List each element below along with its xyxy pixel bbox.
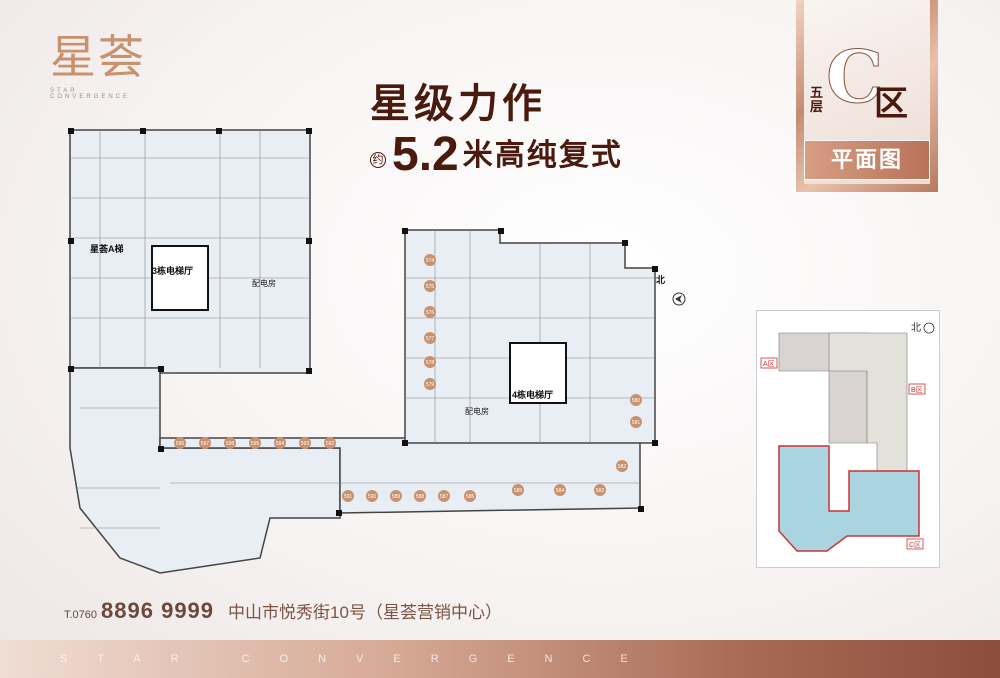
phone-number[interactable]: 8896 9999 — [101, 598, 215, 623]
headline: 星级力作 约 5.2 米高纯复式 — [370, 82, 690, 180]
minimap-north-label: 北 — [911, 322, 921, 334]
unit-label: 590 — [368, 494, 377, 500]
zone-minimap: 北 A区 B区 C区 — [756, 310, 940, 568]
zone-a-tag — [760, 357, 778, 369]
power-room-1: 配电房 — [252, 278, 276, 288]
logo-mark: 星荟 — [50, 30, 146, 84]
headline-line2: 约 5.2 米高纯复式 — [370, 130, 690, 180]
badge-zone-char: 区 — [874, 85, 908, 123]
unit-label: 588 — [416, 494, 425, 500]
zone-c-shape — [778, 445, 920, 552]
unit-label: 593 — [301, 441, 310, 447]
unit-label: 592 — [326, 441, 335, 447]
footer-band: STAR CONVERGENCE — [0, 640, 1000, 678]
contact-line: T.0760 8896 9999 中山市悦秀街10号（星荟营销中心） — [64, 598, 502, 624]
unit-label: 582 — [618, 464, 627, 470]
building-3-wing — [69, 367, 341, 574]
unit-label: 580 — [632, 398, 641, 404]
structural-columns — [68, 128, 658, 516]
zone-a-label: A区 — [763, 360, 775, 368]
badge-floor: 五层 — [810, 85, 824, 114]
unit-label: 598 — [226, 441, 235, 447]
lobby-3-box — [151, 245, 209, 311]
zone-c-label: C区 — [909, 541, 921, 549]
zone-b-tag — [908, 383, 926, 395]
unit-label: 595 — [251, 441, 260, 447]
unit-label: 589 — [392, 494, 401, 500]
unit-label: 597 — [201, 441, 210, 447]
address: 中山市悦秀街10号（星荟营销中心） — [228, 603, 502, 622]
unit-label: 576 — [426, 310, 435, 316]
zone-c-tag — [906, 538, 924, 550]
minimap-north-icon — [923, 322, 935, 334]
headline-line1: 星级力作 — [370, 82, 546, 126]
headline-prefix: 约 — [370, 152, 386, 168]
unit-label: 594 — [276, 441, 285, 447]
zone-b-label: B区 — [911, 386, 923, 394]
unit-label: 586 — [466, 494, 475, 500]
power-room-2: 配电房 — [465, 406, 489, 416]
unit-label: 591 — [344, 494, 353, 500]
floor-plan: 3栋电梯厅 4栋电梯厅 星荟A梯 配电房 配电房 北 596 597 598 5… — [68, 128, 665, 574]
headline-unit: 米高纯复式 — [462, 139, 623, 172]
unit-label: 581 — [632, 420, 641, 426]
unit-label: 584 — [556, 488, 565, 494]
brand-logo: 星荟 STAR CONVERGENCE — [50, 32, 160, 112]
unit-label: 587 — [440, 494, 449, 500]
units-row: 596 597 598 595 594 593 592 — [174, 437, 336, 449]
disclaimer — [64, 626, 604, 632]
zone-badge: 五层 C 区 平面图 — [796, 0, 938, 192]
unit-label: 583 — [596, 488, 605, 494]
unit-label: 579 — [426, 382, 435, 388]
building-4-outline — [404, 229, 656, 444]
lobby-3-label: 3栋电梯厅 — [152, 265, 193, 276]
badge-zone-letter: C — [825, 34, 884, 120]
units-right: 574 575 576 577 578 579 580 581 582 — [424, 254, 642, 472]
north-arrow-icon — [672, 292, 686, 306]
phone-prefix: T.0760 — [64, 609, 98, 621]
footer-band-text: STAR CONVERGENCE — [60, 653, 658, 665]
logo-subtitle: STAR CONVERGENCE — [50, 88, 131, 100]
unit-label: 577 — [426, 336, 435, 342]
badge-plan-label: 平面图 — [804, 140, 930, 180]
units-lower: 591 590 589 588 587 586 585 584 583 — [342, 484, 606, 502]
zone-b-shape — [828, 332, 908, 472]
unit-label: 585 — [514, 488, 523, 494]
unit-label: 596 — [176, 441, 185, 447]
north-label: 北 — [656, 274, 665, 285]
lobby-4-label: 4栋电梯厅 — [512, 389, 553, 400]
unit-label: 578 — [426, 360, 435, 366]
unit-label: 575 — [426, 284, 435, 290]
lobby-4-box — [509, 342, 567, 404]
building-a-label: 星荟A梯 — [90, 243, 124, 254]
unit-label: 574 — [426, 258, 435, 264]
headline-number: 5.2 — [392, 128, 459, 181]
